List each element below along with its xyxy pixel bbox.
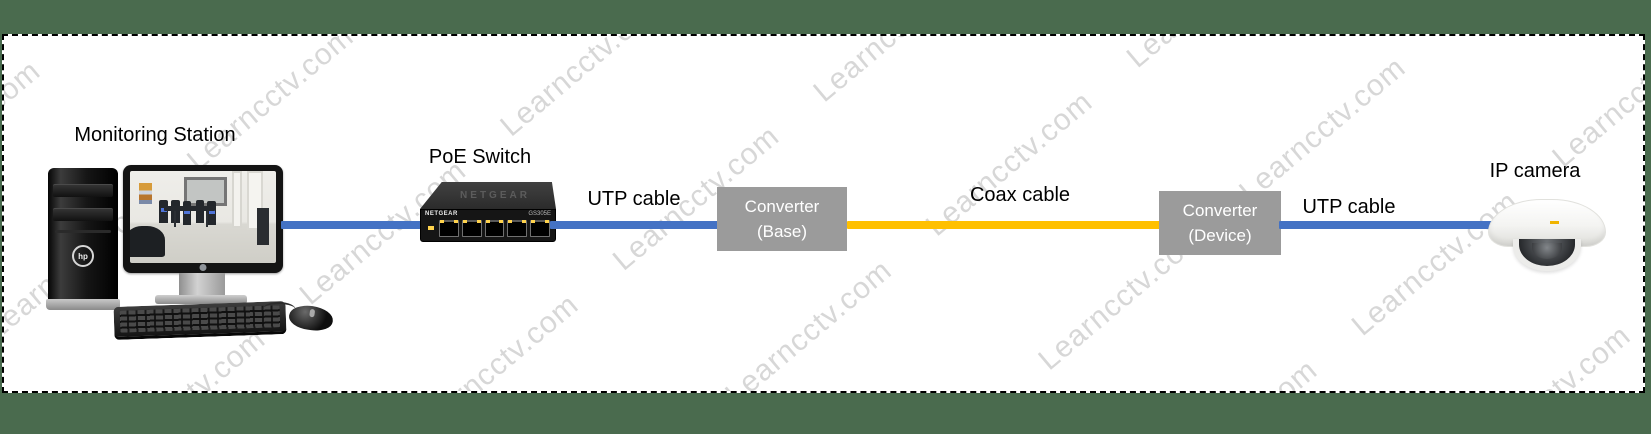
hp-logo: hp — [72, 245, 94, 268]
converter-base-title: Converter — [744, 196, 820, 216]
keyboard — [113, 301, 287, 340]
wall-mirror — [184, 176, 227, 206]
chair-cushion — [160, 208, 167, 212]
monitor-logo — [199, 264, 207, 271]
watermark-text: Learncctv.com — [519, 386, 832, 391]
door — [232, 171, 243, 229]
watermark-text: Learncctv.com — [4, 320, 93, 391]
mouse-cable — [262, 302, 296, 318]
monitoring-station-label: Monitoring Station — [74, 124, 236, 146]
chair-cushion — [183, 209, 190, 214]
netgear-logo-front: NETGEAR — [425, 211, 458, 217]
watermark-text: Learncctv.com — [1008, 36, 1321, 49]
tower-base — [46, 299, 120, 310]
utp-cable-label-1: UTP cable — [587, 188, 681, 210]
converter-device-box: Converter (Device) — [1159, 191, 1281, 255]
switch-ports — [439, 220, 550, 237]
converter-base-box: Converter (Base) — [717, 187, 847, 251]
dining-table — [163, 205, 215, 212]
watermark-text: Learncctv.com — [695, 36, 1008, 83]
watermark-text: Learncctv.com — [1458, 283, 1643, 391]
chair-cushion — [208, 209, 215, 214]
mouse-wheel — [309, 308, 316, 318]
converter-base-subtitle: (Base) — [756, 222, 808, 241]
utp-cable-switch-converter — [550, 221, 720, 229]
monitor-stand — [179, 273, 225, 297]
chair — [182, 201, 192, 226]
chair — [207, 201, 217, 226]
utp-cable-monitor-switch — [281, 221, 429, 229]
watermark-text: Learncctv.com — [1145, 317, 1458, 391]
table-leg — [173, 211, 176, 228]
rj45-port — [439, 220, 459, 237]
rj45-port — [461, 220, 482, 237]
watermark-text: Learncctv.com — [1434, 36, 1643, 149]
pc-tower: hp — [46, 168, 120, 310]
utp-cable-converter-camera — [1279, 221, 1494, 229]
speaker-unit — [257, 207, 269, 245]
converter-device-title: Converter — [1182, 200, 1258, 220]
drive-slot — [55, 230, 111, 233]
power-led — [428, 226, 434, 230]
drive-bay — [52, 208, 114, 221]
rj45-port — [484, 220, 505, 237]
watermark-text: Learncctv.com — [382, 36, 695, 118]
switch-top-face: NETGEAR — [420, 182, 556, 209]
rj45-port — [530, 220, 550, 237]
chair — [195, 199, 205, 224]
drive-bay — [52, 184, 114, 197]
switch-front-labels: NETGEAR GS305E — [425, 211, 551, 217]
chair — [159, 199, 168, 224]
watermark-text: Learncctv.com — [406, 287, 585, 391]
table-leg — [205, 211, 208, 228]
netgear-logo-top: NETGEAR — [460, 190, 530, 201]
ip-camera — [1488, 195, 1606, 273]
camera-logo — [1550, 221, 1559, 224]
monitor-screen — [130, 171, 276, 263]
converter-device-subtitle: (Device) — [1188, 226, 1252, 245]
coax-cable-label: Coax cable — [969, 184, 1071, 206]
utp-cable-label-2: UTP cable — [1302, 196, 1396, 218]
wall-picture — [138, 182, 152, 205]
rj45-port — [507, 220, 528, 237]
switch-model: GS305E — [528, 211, 551, 217]
camera-lens-glass — [1532, 243, 1562, 259]
couch — [130, 226, 166, 258]
camera-view-scene — [130, 171, 276, 263]
poe-switch: NETGEAR NETGEAR GS305E — [420, 182, 556, 242]
mouse — [287, 303, 335, 333]
watermark-text: Learncctv.com — [832, 351, 1145, 391]
monitor-stand-base — [155, 295, 247, 304]
watermark-text: Learncctv.com — [1121, 36, 1434, 183]
ip-camera-label: IP camera — [1489, 160, 1581, 182]
poe-switch-label: PoE Switch — [428, 146, 532, 168]
switch-front-face: NETGEAR GS305E — [420, 209, 556, 242]
monitor — [123, 165, 283, 273]
keyboard-keys — [119, 305, 281, 333]
coax-cable — [847, 221, 1161, 229]
